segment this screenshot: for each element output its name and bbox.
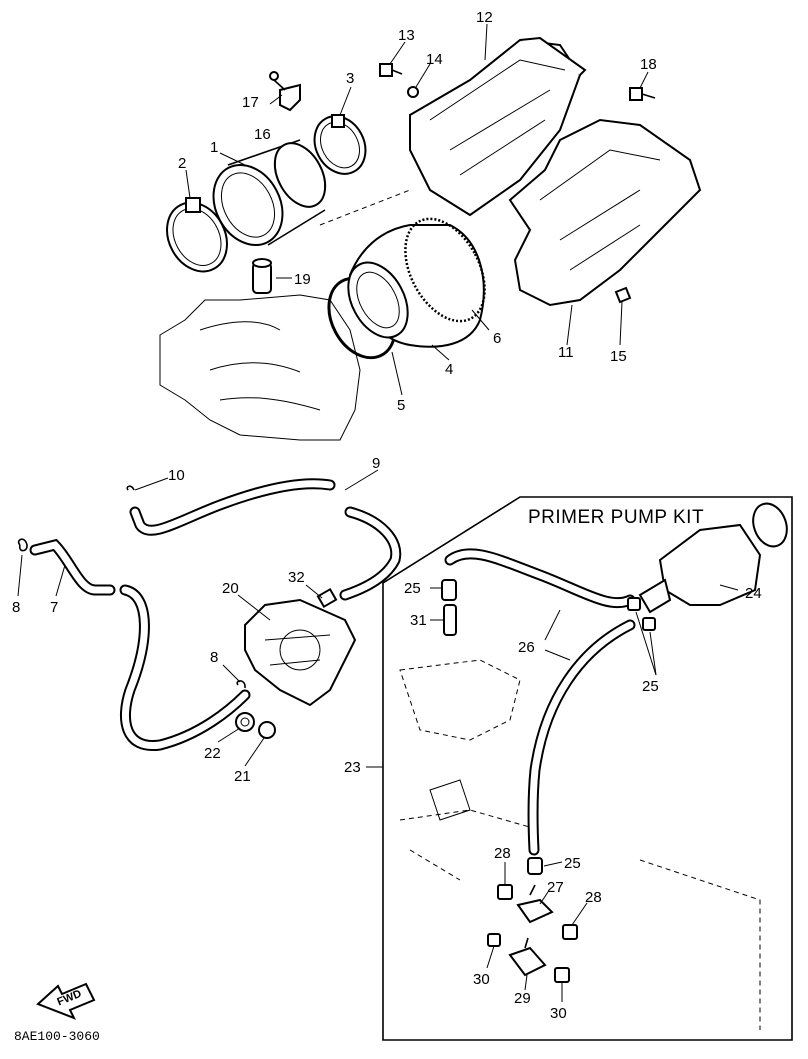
callout-18: 18: [640, 56, 657, 73]
air-box-case-12: [409, 36, 587, 217]
kit-engine-ghost: [399, 659, 761, 1030]
clip-10: [126, 485, 135, 491]
joint-25-bottom: [527, 857, 543, 875]
callout-29: 29: [514, 990, 531, 1007]
callout-25-top: 25: [404, 580, 421, 597]
fuel-pump-20: [244, 587, 357, 707]
callout-13: 13: [398, 27, 415, 44]
callout-30-left: 30: [473, 971, 490, 988]
callout-28-left: 28: [494, 845, 511, 862]
callout-17: 17: [242, 94, 259, 111]
callout-30-right: 30: [550, 1005, 567, 1022]
callout-16: 16: [254, 126, 271, 143]
joint-25-pump: [627, 597, 656, 631]
intake-joint-4: [347, 224, 485, 348]
callout-11: 11: [558, 344, 574, 361]
callout-6: 6: [493, 330, 501, 347]
callout-24: 24: [745, 585, 762, 602]
check-valve-31: [443, 604, 457, 636]
grommet-22: [235, 712, 255, 732]
callout-12: 12: [476, 9, 493, 26]
callout-26: 26: [518, 639, 535, 656]
holder-16-17: [269, 71, 301, 112]
hose-26: [444, 548, 636, 856]
engine-outline: [159, 294, 361, 441]
kit-title: PRIMER PUMP KIT: [528, 507, 704, 528]
gasket-6: [404, 217, 486, 323]
leader-lines-kit: [430, 584, 739, 1002]
clamp-30-left: [487, 933, 501, 947]
joint-29: [508, 937, 547, 977]
callout-4: 4: [445, 361, 453, 378]
callout-3: 3: [346, 70, 354, 87]
fwd-arrow-icon: [36, 982, 96, 1020]
callout-25-bottom: 25: [564, 855, 581, 872]
callout-32: 32: [288, 569, 305, 586]
nut-15: [614, 286, 632, 304]
hose-7: [29, 538, 251, 751]
callout-27: 27: [547, 879, 564, 896]
diagram-code: 8AE100-3060: [14, 1029, 100, 1044]
leader-lines-middle: [17, 469, 379, 767]
nut-21: [258, 721, 276, 739]
callout-10: 10: [168, 467, 185, 484]
callout-1: 1: [210, 139, 218, 156]
washer-14: [407, 86, 419, 98]
callout-31: 31: [410, 612, 427, 629]
joint-27: [516, 884, 554, 924]
clamp-30-right: [554, 967, 570, 983]
callout-8-right: 8: [210, 649, 218, 666]
cap-19: [252, 258, 272, 294]
callout-22: 22: [204, 745, 221, 762]
primer-pump-24: [638, 502, 788, 614]
clamp-3: [313, 114, 367, 175]
kit-box: [366, 496, 793, 1041]
callout-19: 19: [294, 271, 311, 288]
callout-20: 20: [222, 580, 239, 597]
clamp-28-right: [562, 924, 578, 940]
callout-labels: 1 2 3 4 5 6 7 8 8 9 10 11 12 13 14 15 16…: [12, 9, 762, 1022]
hose-9: [129, 478, 402, 601]
callout-7: 7: [50, 599, 58, 616]
callout-5: 5: [397, 397, 405, 414]
callout-21: 21: [234, 768, 251, 785]
callout-23: 23: [344, 759, 361, 776]
cover-11: [508, 118, 702, 307]
callout-28-right: 28: [585, 889, 602, 906]
callout-2: 2: [178, 155, 186, 172]
joint-25-top: [441, 579, 457, 601]
clip-8-right: [236, 680, 246, 689]
bolt-18: [629, 87, 656, 101]
callout-25-pump: 25: [642, 678, 659, 695]
clamp-28-left: [497, 884, 513, 900]
callout-15: 15: [610, 348, 627, 365]
callout-14: 14: [426, 51, 443, 68]
leader-lines-upper: [185, 23, 649, 396]
clip-8-left: [17, 538, 28, 552]
callout-8-left: 8: [12, 599, 20, 616]
joint-1: [212, 139, 327, 247]
bolt-13: [379, 63, 403, 77]
callout-9: 9: [372, 455, 380, 472]
